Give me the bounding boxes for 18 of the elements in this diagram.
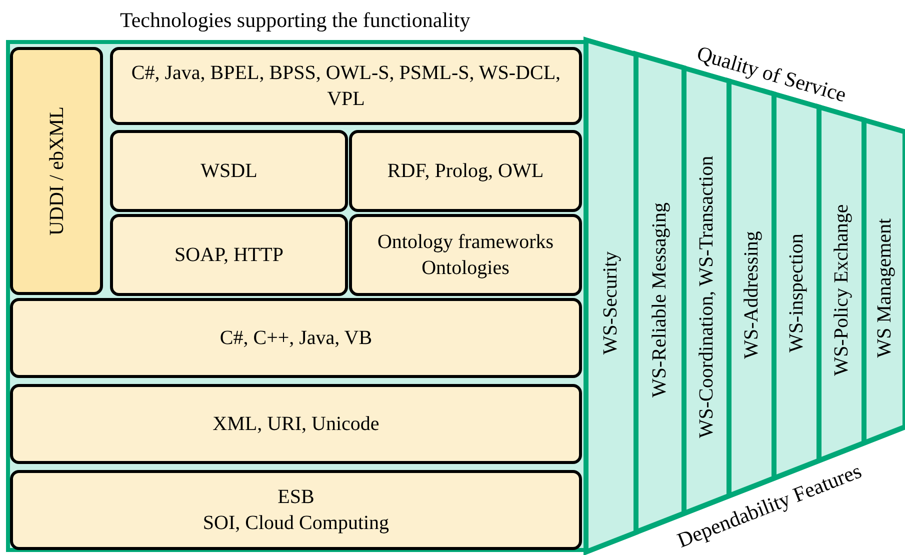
layer-box: WSDL <box>110 130 348 212</box>
column-label: WS-Security <box>600 252 622 355</box>
layer-box: XML, URI, Unicode <box>10 384 582 464</box>
layer-box: RDF, Prolog, OWL <box>349 130 582 212</box>
layer-box: C#, C++, Java, VB <box>10 298 582 378</box>
layer-box: ESB SOI, Cloud Computing <box>10 470 582 550</box>
panel-heading: Quality of Service <box>694 41 849 108</box>
column-label: WS-Coordination, WS-Transaction <box>695 156 718 439</box>
frame-heading: Technologies supporting the functionality <box>120 8 470 33</box>
layer-box: Ontology frameworks Ontologies <box>349 214 582 296</box>
layer-box: SOAP, HTTP <box>110 214 348 296</box>
registry-bar: UDDI / ebXML <box>10 47 103 295</box>
column-label: WS-inspection <box>785 233 808 352</box>
column-label: WS Management <box>873 218 896 358</box>
column-label: WS-Addressing <box>740 231 763 359</box>
layer-box: C#, Java, BPEL, BPSS, OWL-S, PSML-S, WS-DCL, VPL <box>110 47 582 125</box>
column-label: WS-Reliable Messaging <box>648 202 672 398</box>
column-label: WS-Policy Exchange <box>830 204 853 376</box>
